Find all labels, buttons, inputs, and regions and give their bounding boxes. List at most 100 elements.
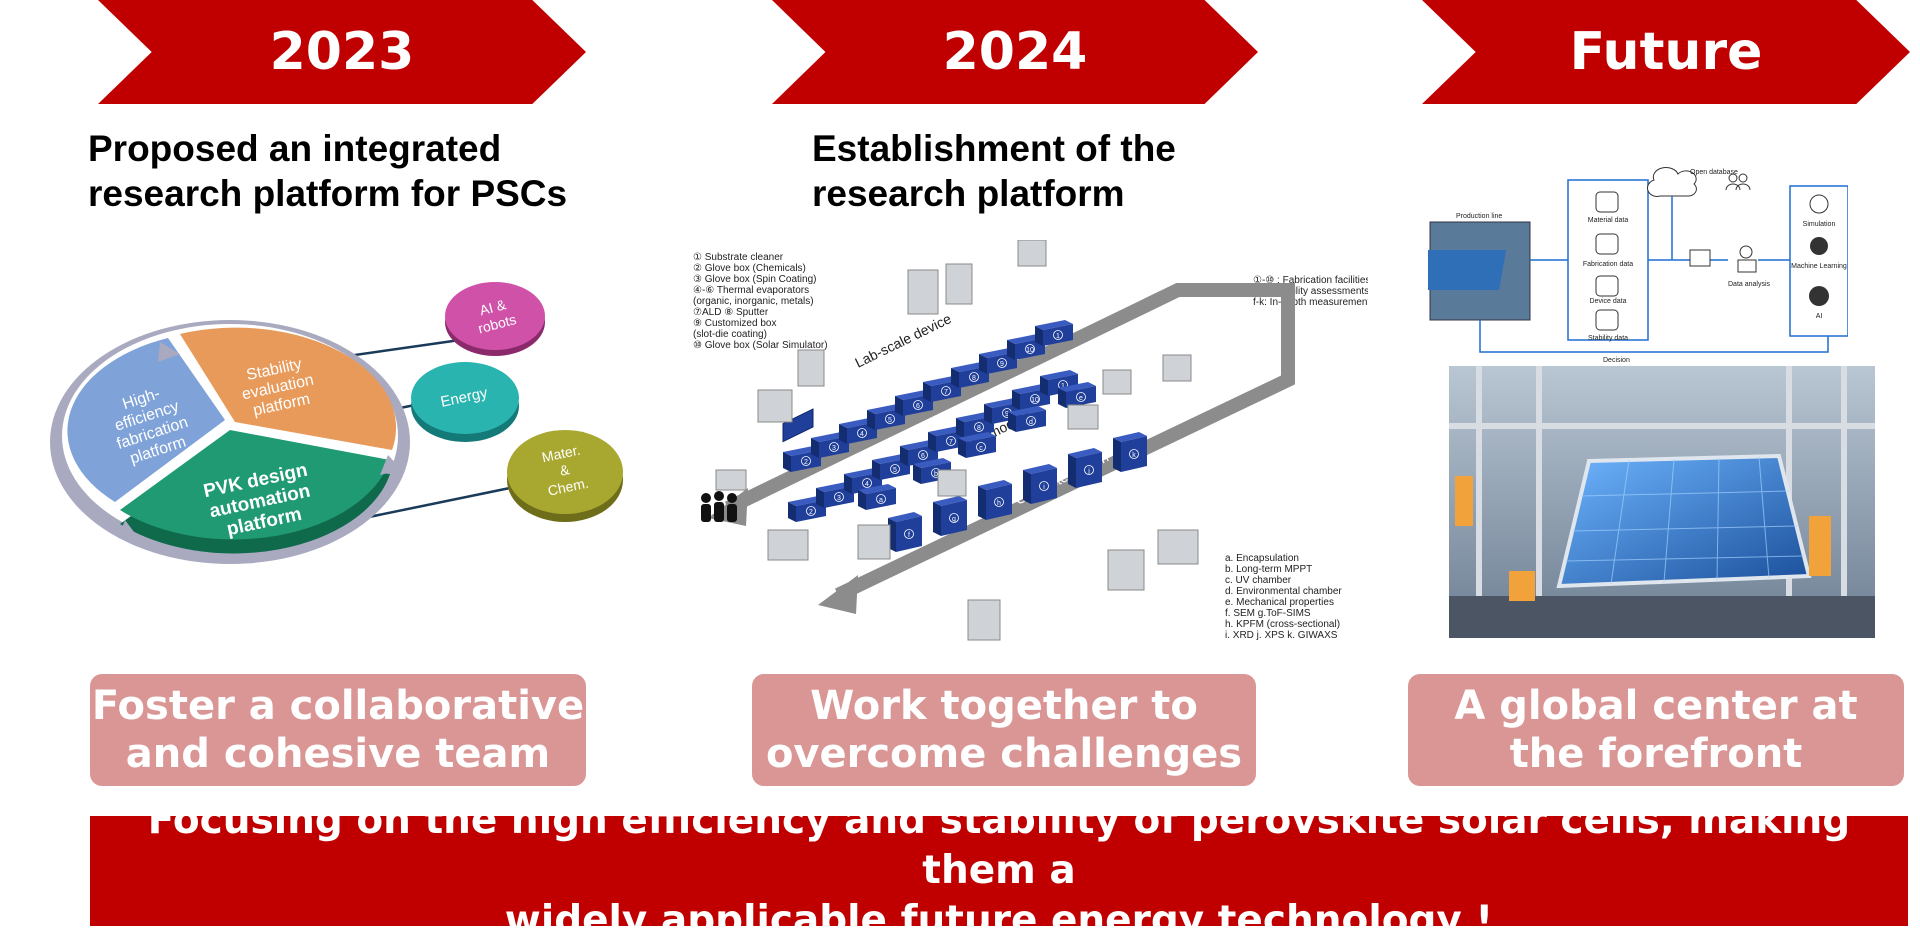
equipment-block: e (1058, 382, 1096, 408)
equipment-label: 10 (1031, 397, 1039, 404)
future-data-schematic: Production line Material data Fabricatio… (1428, 167, 1848, 364)
users-icon (1725, 173, 1751, 191)
year-label: 2024 (942, 22, 1088, 82)
equipment-label: d (1029, 419, 1033, 426)
equipment-block: 3 (811, 432, 849, 458)
banner-line: widely applicable future energy technolo… (504, 898, 1494, 943)
cloud-icon (1647, 167, 1697, 197)
goal-line: A global center at (1454, 683, 1858, 729)
open-db-label: Open database (1690, 169, 1738, 176)
year-chevron-future: Future (1422, 0, 1910, 104)
ai-label: AI (1816, 313, 1823, 320)
legend-item: ⑦ALD ⑧ Sputter (693, 307, 769, 318)
equipment-block: c (958, 432, 996, 458)
equipment-label: 5 (893, 467, 897, 474)
equipment-label: 7 (949, 439, 953, 446)
equipment-block: g (933, 496, 967, 536)
equipment-block: k (1113, 432, 1147, 472)
equipment-label: 4 (865, 481, 869, 488)
equipment-label: c (979, 445, 983, 452)
goal-line: Foster a collaborative (91, 683, 585, 729)
lane-lab-label: Lab-scale device (852, 310, 954, 371)
team-icon (701, 491, 737, 522)
ai-robots-label: AI & (478, 296, 508, 318)
legend-item: ⑨ Customized box (693, 318, 776, 329)
integrated-platform-pie: High- efficiency fabrication platform St… (50, 282, 623, 564)
legend-item: ③ Glove box (Spin Coating) (693, 274, 816, 285)
production-label: Production line (1456, 213, 1502, 220)
legend-item: h. KPFM (cross-sectional) (1225, 619, 1340, 630)
decision-label: Decision (1603, 357, 1630, 364)
equipment-label: 5 (888, 417, 892, 424)
equipment-block: h (978, 480, 1012, 520)
legend-item: (organic, inorganic, metals) (693, 296, 814, 307)
equipment-label: g (952, 516, 956, 523)
equipment-block: 10 (1007, 334, 1045, 360)
fabrication-data-label: Fabrication data (1583, 261, 1633, 268)
device-data-label: Device data (1590, 298, 1627, 305)
future-factory-image (1449, 366, 1875, 638)
equipment-label: 1 (1056, 333, 1060, 340)
legend-item: i. XRD j. XPS k. GIWAXS (1225, 630, 1338, 641)
equipment-label: 6 (921, 453, 925, 460)
equipment-block: i (1023, 464, 1057, 504)
heading-2023: Proposed an integrated research platform… (88, 126, 567, 216)
fabrication-blocks (782, 408, 814, 443)
legend-item: ⑩ Glove box (Solar Simulator) (693, 340, 828, 351)
banner-line: Focusing on the high efficiency and stab… (147, 798, 1851, 893)
equipment-label: 3 (832, 445, 836, 452)
equipment-block: a (858, 484, 896, 510)
equipment-block: d (1008, 406, 1046, 432)
legend-item: c. UV chamber (1225, 575, 1292, 586)
ai-icon (1809, 286, 1829, 306)
legend-item: a-e: Stability assessments (1253, 286, 1368, 297)
ml-label: Machine Learning (1791, 263, 1847, 270)
heading-line: Proposed an integrated (88, 128, 502, 169)
equipment-label: f (908, 532, 910, 539)
mater-label: Mater. (540, 442, 581, 466)
equipment-block: 7 (928, 426, 966, 452)
equipment-label: 4 (860, 431, 864, 438)
equipment-block: 2 (783, 446, 821, 472)
equipment-block: j (1068, 448, 1102, 488)
equipment-label: 3 (837, 495, 841, 502)
equipment-label: 6 (916, 403, 920, 410)
equipment-label: 2 (809, 509, 813, 516)
equipment-label: 2 (804, 459, 808, 466)
goal-line: Work together to (810, 683, 1198, 729)
equipment-label: 8 (977, 425, 981, 432)
legend-item: b. Long-term MPPT (1225, 564, 1312, 575)
heading-line: Establishment of the (812, 128, 1176, 169)
year-label: 2023 (269, 22, 415, 82)
equipment-label: j (1087, 468, 1090, 475)
equipment-block: 2 (788, 496, 826, 522)
equipment-label: i (1043, 484, 1045, 491)
folder-icon (1689, 249, 1711, 267)
analysis-label: Data analysis (1728, 281, 1771, 288)
year-chevron-2023: 2023 (98, 0, 586, 104)
legend-item: a. Encapsulation (1225, 553, 1299, 564)
legend-item: ② Glove box (Chemicals) (693, 263, 806, 274)
database-icons (1595, 191, 1619, 331)
equipment-block: 1 (1035, 320, 1073, 346)
legend-item: f. SEM g.ToF-SIMS (1225, 608, 1311, 619)
equipment-label: 8 (972, 375, 976, 382)
goal-box-2024: Work together to overcome challenges (752, 674, 1256, 786)
ml-icon (1810, 237, 1828, 255)
goal-line: and cohesive team (125, 731, 551, 777)
equipment-label: 9 (1005, 411, 1009, 418)
year-chevron-2024: 2024 (772, 0, 1258, 104)
equipment-label: k (1132, 452, 1136, 459)
legend-item: ④-⑥ Thermal evaporators (693, 285, 809, 296)
goal-line: the forefront (1509, 731, 1803, 777)
legend-item: d. Environmental chamber (1225, 586, 1342, 597)
analyst-icon (1739, 245, 1753, 259)
heading-line: research platform for PSCs (88, 173, 568, 214)
mission-banner: Focusing on the high efficiency and stab… (90, 798, 1908, 943)
legend-item: f-k: In-depth measurements (1253, 297, 1368, 308)
goal-box-future: A global center at the forefront (1408, 674, 1904, 786)
instrument-icons (715, 240, 1199, 641)
material-data-label: Material data (1588, 217, 1629, 224)
legend-item: ①-⑩ : Fabrication facilities (1253, 275, 1368, 286)
equipment-label: 7 (944, 389, 948, 396)
